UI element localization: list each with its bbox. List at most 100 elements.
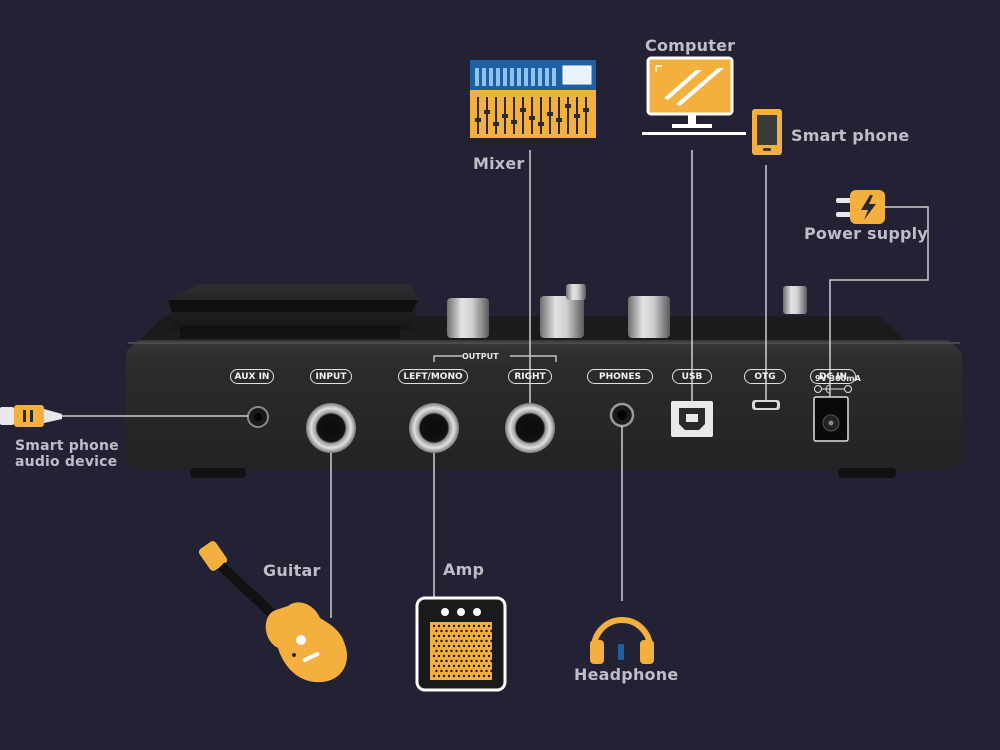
dc-spec-label: 9V 300mA [815,374,861,383]
amp-grille-dot [435,629,438,633]
usb-label: USB [672,369,712,384]
amp-grille-dot [485,639,488,643]
amp-grille-dot [480,649,483,653]
amp-grille-dot [432,654,436,658]
amp-grille-dot [437,644,441,648]
smart-phone-audio-line-2: audio device [15,454,118,470]
amp-grille-dot [472,664,476,668]
amp-grille-dot [445,669,448,673]
amp-grille-dot [452,624,456,628]
amp-grille-dot [462,674,466,678]
amp-grille-dot [462,634,466,638]
amp-grille-dot [447,624,451,628]
amp-grille-dot [477,644,481,648]
amp-grille-dot [490,649,493,653]
amp-grille-dot [490,629,493,633]
amp-grille-dot [447,654,451,658]
amp-grille-dot [472,644,476,648]
amp-grille-dot [437,624,441,628]
amp-grille-dot [460,629,463,633]
amp-grille-dot [475,669,478,673]
amp-grille-dot [465,669,468,673]
amp-grille-dot [470,639,473,643]
knob-2 [540,296,584,338]
amp-grille-dot [472,654,476,658]
amp-grille-dot [490,669,493,673]
knob-1 [447,298,489,338]
amp-grille-dot [490,659,493,663]
amp-grille-dot [462,644,466,648]
amp-grille-dot [460,649,463,653]
amp-grille-dot [477,654,481,658]
amp-grille-dot [447,644,451,648]
amp-grille-dot [442,624,446,628]
amp-grille-dot [440,669,443,673]
amp-grille-dot [482,664,486,668]
aux-in-label: AUX IN [230,369,274,384]
amp-grille-dot [432,664,436,668]
guitar-icon [198,541,348,683]
usb-port [671,401,713,437]
amp-grille-dot [452,644,456,648]
amp-icon [415,596,507,692]
amp-grille-dot [462,654,466,658]
amp-grille-dot [442,634,446,638]
amp-grille-dot [467,634,471,638]
amp-grille [432,624,493,678]
power-supply-label: Power supply [804,224,928,243]
amp-grille-dot [482,624,486,628]
amp-grille-dot [470,659,473,663]
amp-grille-dot [487,654,491,658]
amp-grille-dot [440,659,443,663]
amp-grille-dot [470,649,473,653]
amp-grille-dot [487,624,491,628]
left-mono-jack [409,403,459,453]
amp-grille-dot [457,654,461,658]
amp-grille-dot [447,664,451,668]
amp-grille-dot [477,664,481,668]
amp-grille-dot [485,629,488,633]
otg-port [752,400,780,410]
amp-grille-dot [467,644,471,648]
amp-grille-dot [452,674,456,678]
footswitch-1 [566,284,586,300]
amp-grille-dot [477,624,481,628]
input-jack [306,403,356,453]
amp-grille-dot [485,649,488,653]
phones-label: PHONES [587,369,653,384]
amp-grille-dot [450,649,453,653]
amp-grille-dot [480,639,483,643]
amp-grille-dot [435,649,438,653]
amp-grille-dot [432,674,436,678]
amp-grille-dot [470,629,473,633]
amp-grille-dot [455,659,458,663]
amp-grille-dot [487,644,491,648]
dc-in-label: DC IN [810,369,856,384]
amp-grille-dot [475,639,478,643]
headphone-label: Headphone [574,665,679,684]
amp-grille-dot [487,664,491,668]
right-jack [505,403,555,453]
amp-grille-dot [455,629,458,633]
amp-grille-dot [475,659,478,663]
amp-grille-dot [470,669,473,673]
amp-grille-dot [477,674,481,678]
amp-grille-dot [432,624,436,628]
amp-grille-dot [442,664,446,668]
amp-grille-dot [445,659,448,663]
amp-label: Amp [443,560,485,579]
amp-grille-dot [442,644,446,648]
amp-grille-dot [487,674,491,678]
amp-grille-dot [477,634,481,638]
amp-grille-dot [432,644,436,648]
amp-grille-dot [467,654,471,658]
mixer-label: Mixer [473,154,525,173]
power-plug-icon [836,190,885,224]
amp-grille-dot [457,634,461,638]
aux-cable-icon [0,405,62,427]
amp-grille-dot [472,674,476,678]
amp-grille-dot [435,659,438,663]
amp-grille-dot [482,674,486,678]
amp-grille-dot [457,664,461,668]
computer-icon [642,56,746,135]
